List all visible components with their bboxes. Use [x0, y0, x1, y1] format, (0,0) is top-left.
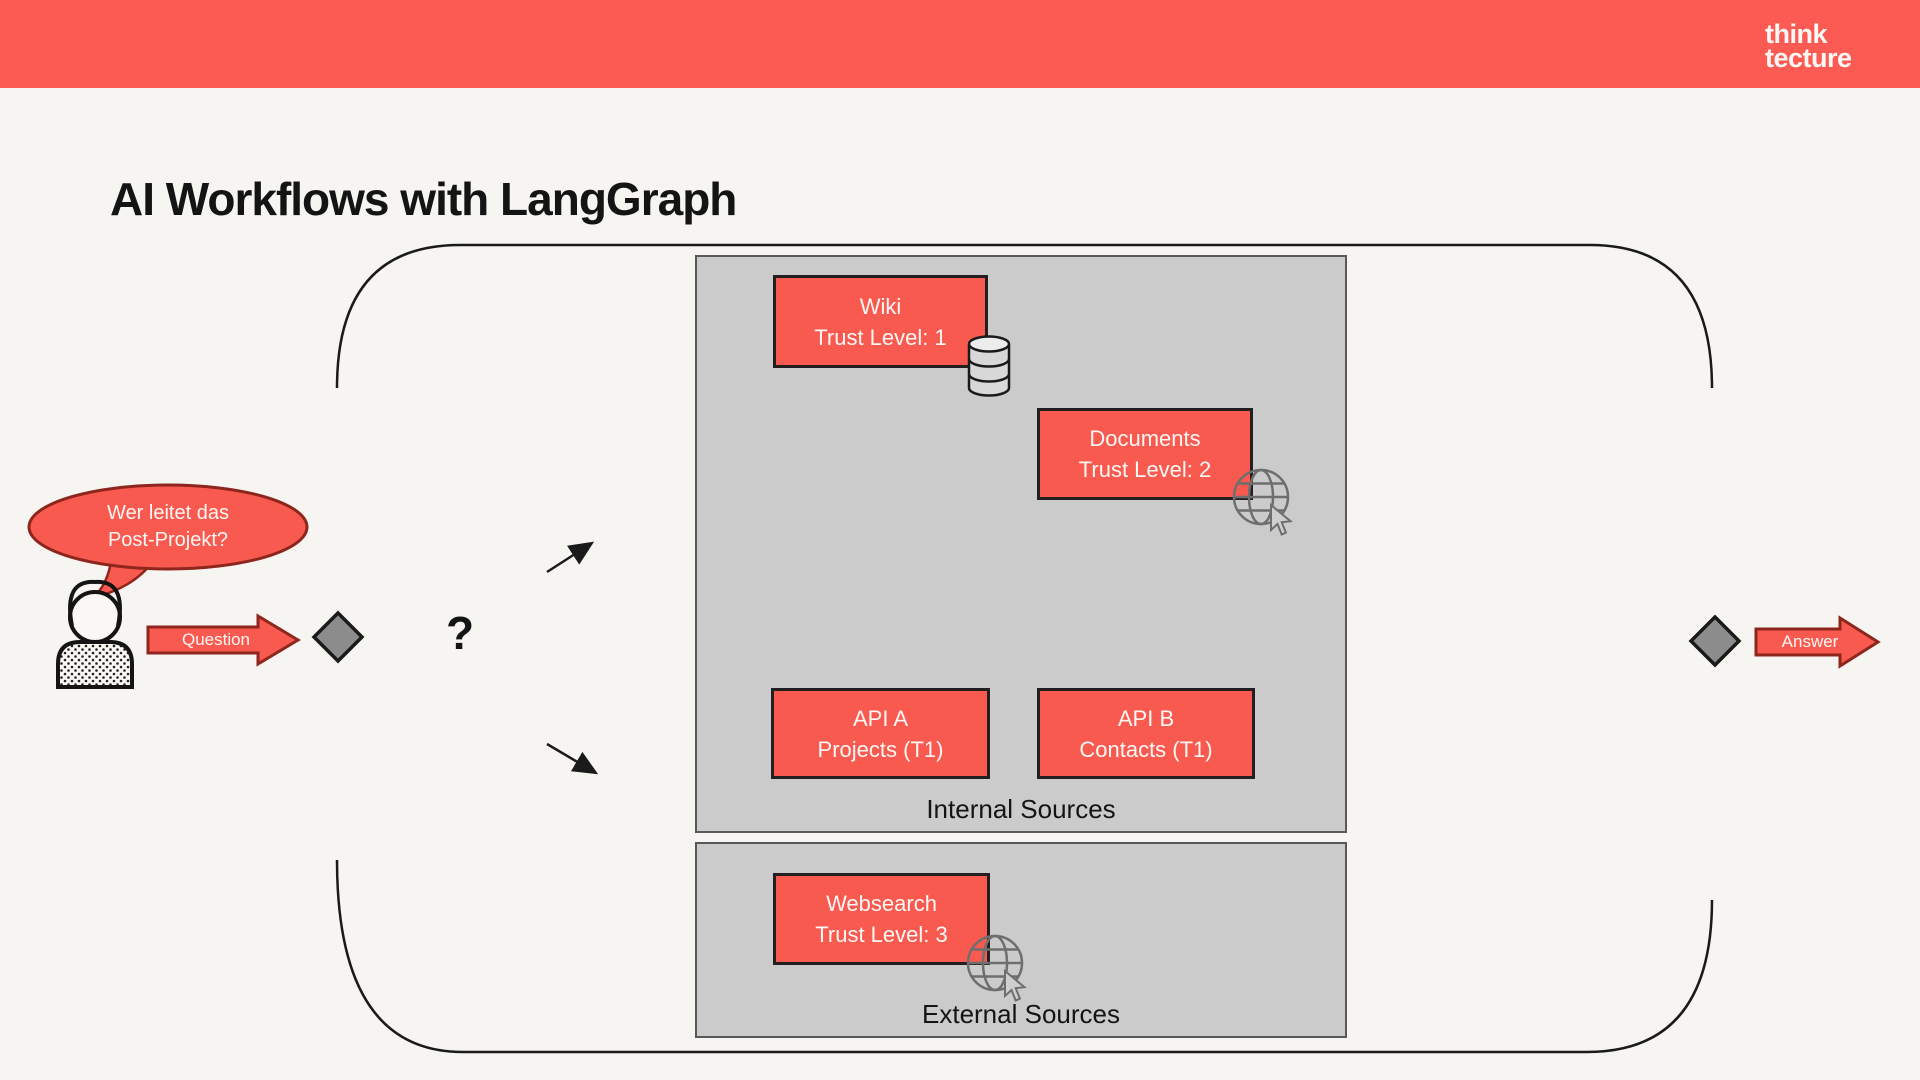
node-subtitle: Trust Level: 3 — [815, 922, 948, 947]
gateway-diamond-right — [1688, 614, 1742, 668]
node-documents: Documents Trust Level: 2 — [1037, 408, 1253, 500]
node-title: Documents — [1089, 426, 1201, 451]
node-subtitle: Trust Level: 2 — [1078, 457, 1212, 482]
logo-line2: tecture — [1765, 43, 1852, 73]
node-title: Wiki — [859, 293, 902, 319]
user-icon — [56, 579, 134, 689]
node-subtitle: Trust Level: 1 — [814, 324, 947, 350]
node-subtitle: Projects (T1) — [817, 736, 944, 762]
external-sources-label: External Sources — [922, 999, 1120, 1029]
node-api-b: API B Contacts (T1) — [1037, 688, 1255, 779]
branch-arrows — [546, 541, 599, 775]
internal-sources-label: Internal Sources — [926, 794, 1116, 824]
speech-bubble-line1: Wer leitet das — [107, 502, 229, 524]
question-arrow-label: Question — [181, 630, 251, 649]
gateway-diamond-left — [311, 610, 365, 664]
node-title: API A — [852, 705, 909, 731]
node-websearch: Websearch Trust Level: 3 — [773, 873, 990, 965]
answer-arrow-label: Answer — [1781, 632, 1839, 651]
thinktecture-logo: think tecture — [1765, 19, 1852, 73]
speech-bubble-text: Wer leitet das Post-Projekt? — [38, 500, 298, 554]
node-subtitle: Contacts (T1) — [1079, 736, 1213, 762]
node-api-a: API A Projects (T1) — [771, 688, 990, 779]
node-title: API B — [1117, 705, 1175, 731]
logo-line1: think — [1765, 19, 1827, 49]
header-bar — [0, 0, 1920, 88]
node-wiki: Wiki Trust Level: 1 — [773, 275, 988, 368]
node-title: Websearch — [826, 891, 937, 916]
page-title: AI Workflows with LangGraph — [110, 173, 737, 225]
decision-question-mark: ? — [446, 607, 475, 659]
speech-bubble-line2: Post-Projekt? — [107, 529, 229, 551]
